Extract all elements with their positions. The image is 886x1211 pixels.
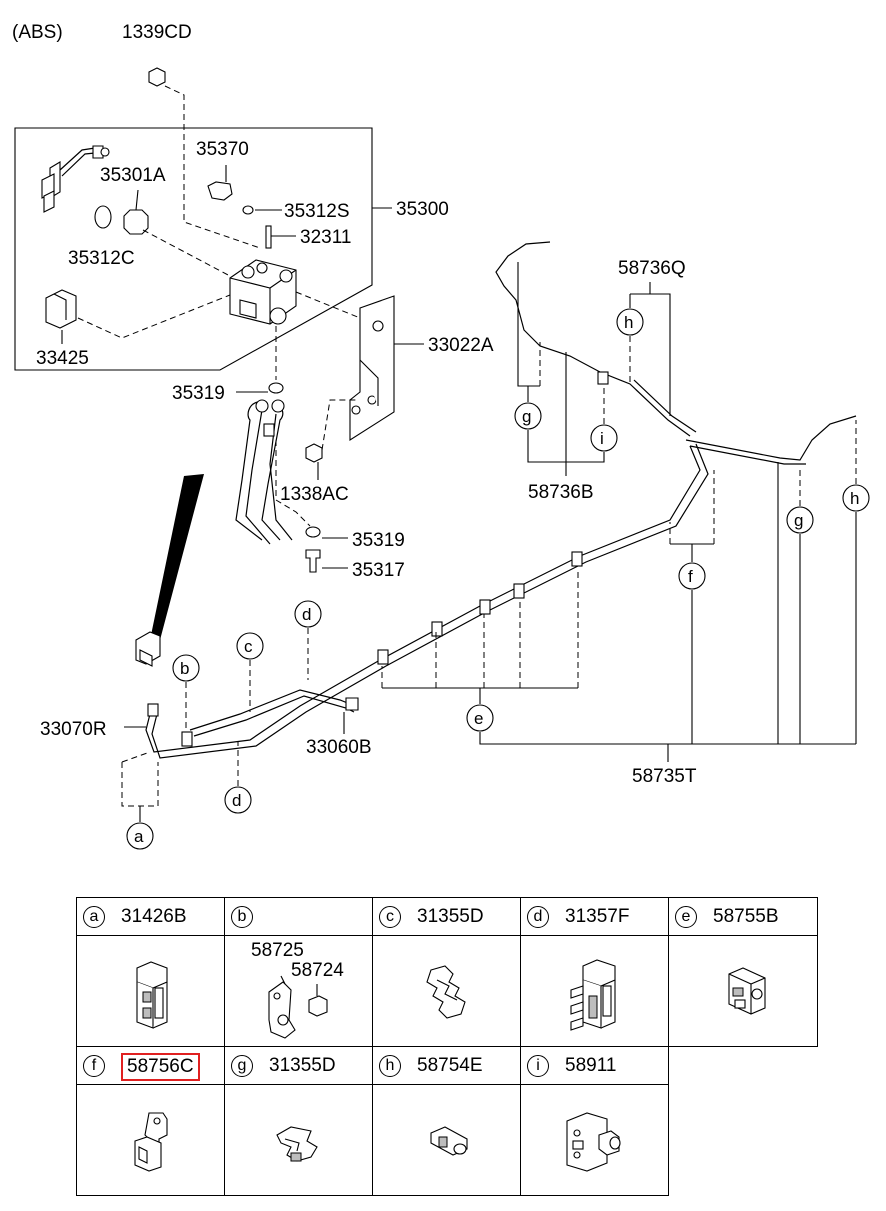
label-33022A[interactable]: 33022A bbox=[428, 335, 494, 356]
legend-letter-a: a bbox=[83, 906, 105, 928]
abs-pipes bbox=[235, 399, 293, 545]
legend-part-a[interactable]: 31426B bbox=[121, 906, 187, 927]
label-35301A[interactable]: 35301A bbox=[100, 165, 166, 186]
legend-letter-b: b bbox=[231, 906, 253, 928]
legend-letter-h: h bbox=[379, 1055, 401, 1077]
label-35370[interactable]: 35370 bbox=[196, 139, 249, 160]
label-58736Q[interactable]: 58736Q bbox=[618, 258, 686, 279]
legend-header-h: h 58754E bbox=[372, 1046, 521, 1085]
abs-hydraulic-unit bbox=[229, 259, 297, 325]
legend-header-c: c 31355D bbox=[372, 897, 521, 936]
parts-diagram: (ABS) 1339CD 35300 35370 35301A 35312S 3… bbox=[12, 22, 870, 850]
legend-letter-e: e bbox=[675, 906, 697, 928]
callout-b[interactable]: b bbox=[180, 659, 189, 678]
legend-image-g bbox=[224, 1084, 373, 1196]
label-35317[interactable]: 35317 bbox=[352, 560, 405, 581]
legend-part-d[interactable]: 31357F bbox=[565, 906, 630, 927]
callout-a[interactable]: a bbox=[134, 827, 144, 846]
legend-header-e: e 58755B bbox=[668, 897, 818, 936]
legend-letter-i: i bbox=[527, 1055, 549, 1077]
callout-g-top[interactable]: g bbox=[522, 407, 531, 426]
legend-image-c bbox=[372, 935, 521, 1047]
callout-e[interactable]: e bbox=[474, 709, 483, 728]
clip-31355D-g-icon bbox=[276, 1126, 318, 1162]
clip-31355D-icon bbox=[426, 965, 466, 1019]
system-label: (ABS) bbox=[12, 22, 63, 43]
callout-g-right[interactable]: g bbox=[794, 511, 803, 530]
legend-part-e[interactable]: 58755B bbox=[713, 906, 779, 927]
legend-letter-d: d bbox=[527, 906, 549, 928]
legend-part-b-2[interactable]: 58724 bbox=[291, 960, 344, 981]
legend-letter-g: g bbox=[231, 1055, 253, 1077]
legend-header-a: a 31426B bbox=[76, 897, 225, 936]
legend-image-f bbox=[76, 1084, 225, 1196]
parts-legend-table: a 31426B b c 31355D d 31357F 58725 58724 bbox=[76, 897, 818, 1199]
clip-31426B-icon bbox=[136, 961, 168, 1029]
callout-c[interactable]: c bbox=[244, 637, 253, 656]
callout-h-right[interactable]: h bbox=[850, 489, 859, 508]
label-35312C[interactable]: 35312C bbox=[68, 248, 135, 269]
legend-header-g: g 31355D bbox=[224, 1046, 373, 1085]
clip-31357F-icon bbox=[570, 959, 616, 1031]
clip-58754E-icon bbox=[430, 1126, 468, 1156]
legend-part-i[interactable]: 58911 bbox=[565, 1055, 617, 1076]
legend-image-i bbox=[520, 1084, 669, 1196]
clip-58756C-icon bbox=[134, 1112, 168, 1172]
legend-header-i: i 58911 bbox=[520, 1046, 669, 1085]
legend-header-f: f 58756C bbox=[76, 1046, 225, 1085]
clip-58725-58724-icon bbox=[268, 975, 328, 1039]
label-33070R[interactable]: 33070R bbox=[40, 719, 107, 740]
label-58735T[interactable]: 58735T bbox=[632, 766, 697, 787]
label-35312S[interactable]: 35312S bbox=[284, 201, 350, 222]
legend-image-d bbox=[520, 935, 669, 1047]
pipe-clips bbox=[147, 371, 609, 747]
label-35319-top[interactable]: 35319 bbox=[172, 383, 225, 404]
callout-d-top[interactable]: d bbox=[302, 605, 311, 624]
callout-i[interactable]: i bbox=[600, 429, 604, 448]
zoom-pointer bbox=[150, 474, 204, 640]
legend-image-e bbox=[668, 935, 818, 1047]
label-58736B[interactable]: 58736B bbox=[528, 482, 594, 503]
label-1339CD[interactable]: 1339CD bbox=[122, 22, 192, 43]
callout-h-top[interactable]: h bbox=[624, 313, 633, 332]
legend-letter-f: f bbox=[83, 1055, 105, 1077]
bracket-58911-icon bbox=[566, 1112, 621, 1172]
o-ring bbox=[94, 205, 112, 229]
legend-letter-c: c bbox=[379, 906, 401, 928]
callout-d-bottom[interactable]: d bbox=[232, 791, 241, 810]
legend-part-g[interactable]: 31355D bbox=[269, 1055, 336, 1076]
legend-part-c[interactable]: 31355D bbox=[417, 906, 484, 927]
callout-f[interactable]: f bbox=[688, 567, 693, 586]
legend-part-h[interactable]: 58754E bbox=[417, 1055, 483, 1076]
label-35319-bottom[interactable]: 35319 bbox=[352, 530, 405, 551]
legend-header-b: b bbox=[224, 897, 373, 936]
legend-header-d: d 31357F bbox=[520, 897, 669, 936]
label-33060B[interactable]: 33060B bbox=[306, 737, 372, 758]
legend-part-b-1[interactable]: 58725 bbox=[251, 940, 304, 961]
legend-part-f-highlighted[interactable]: 58756C bbox=[121, 1053, 200, 1081]
label-32311[interactable]: 32311 bbox=[300, 227, 351, 248]
legend-image-h bbox=[372, 1084, 521, 1196]
label-33425[interactable]: 33425 bbox=[36, 348, 89, 369]
abs-sensor-connector bbox=[41, 145, 110, 213]
label-35300[interactable]: 35300 bbox=[396, 199, 449, 220]
legend-image-a bbox=[76, 935, 225, 1047]
clip-58755B-icon bbox=[728, 967, 766, 1015]
label-1338AC[interactable]: 1338AC bbox=[280, 484, 349, 505]
legend-image-b: 58725 58724 bbox=[224, 935, 373, 1047]
